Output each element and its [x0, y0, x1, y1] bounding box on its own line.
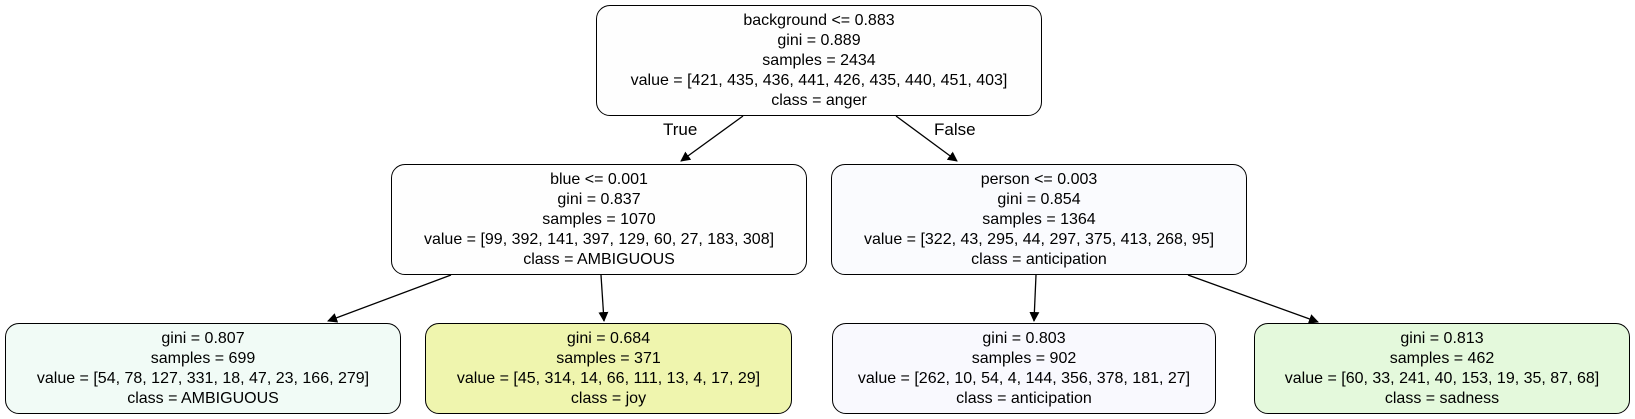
node-class: class = anger: [771, 91, 867, 109]
node-value: value = [99, 392, 141, 397, 129, 60, 27,…: [423, 230, 775, 248]
tree-node-left: blue <= 0.001 gini = 0.837 samples = 107…: [391, 164, 807, 275]
edge-root-to-right: [895, 115, 958, 162]
edge-left-to-left-left: [327, 274, 452, 323]
edge-label-true: True: [663, 120, 698, 139]
node-class: class = AMBIGUOUS: [127, 389, 279, 407]
edge-right-to-right-right: [1187, 274, 1319, 324]
node-split-condition: background <= 0.883: [743, 11, 895, 29]
tree-node-root: background <= 0.883 gini = 0.889 samples…: [596, 5, 1042, 116]
node-samples: samples = 462: [1389, 349, 1495, 367]
node-class: class = joy: [570, 389, 647, 407]
edge-label-false: False: [934, 120, 976, 139]
node-class: class = sadness: [1384, 389, 1500, 407]
node-gini: gini = 0.813: [1400, 329, 1484, 347]
tree-node-right: person <= 0.003 gini = 0.854 samples = 1…: [831, 164, 1247, 275]
node-samples: samples = 699: [150, 349, 256, 367]
node-value: value = [45, 314, 14, 66, 111, 13, 4, 17…: [456, 369, 761, 387]
tree-node-right-left: gini = 0.803 samples = 902 value = [262,…: [832, 323, 1216, 414]
node-gini: gini = 0.803: [982, 329, 1066, 347]
tree-node-left-left: gini = 0.807 samples = 699 value = [54, …: [5, 323, 401, 414]
edge-left-to-left-right: [598, 274, 609, 322]
node-gini: gini = 0.807: [161, 329, 245, 347]
node-class: class = AMBIGUOUS: [523, 250, 675, 268]
node-value: value = [421, 435, 436, 441, 426, 435, 4…: [630, 71, 1008, 89]
node-samples: samples = 1364: [982, 210, 1096, 228]
node-class: class = anticipation: [971, 250, 1107, 268]
node-value: value = [54, 78, 127, 331, 18, 47, 23, 1…: [36, 369, 370, 387]
node-samples: samples = 1070: [542, 210, 656, 228]
edge-root-to-left: [680, 115, 744, 162]
node-class: class = anticipation: [956, 389, 1092, 407]
node-gini: gini = 0.684: [566, 329, 651, 347]
tree-node-left-right: gini = 0.684 samples = 371 value = [45, …: [425, 323, 792, 414]
node-value: value = [322, 43, 295, 44, 297, 375, 413…: [863, 230, 1215, 248]
node-gini: gini = 0.889: [777, 31, 861, 49]
node-value: value = [60, 33, 241, 40, 153, 19, 35, 8…: [1284, 369, 1600, 387]
node-samples: samples = 902: [971, 349, 1077, 367]
node-gini: gini = 0.854: [997, 190, 1081, 208]
node-gini: gini = 0.837: [557, 190, 641, 208]
node-split-condition: person <= 0.003: [980, 170, 1098, 188]
node-value: value = [262, 10, 54, 4, 144, 356, 378, …: [857, 369, 1191, 387]
node-split-condition: blue <= 0.001: [550, 170, 648, 188]
node-samples: samples = 2434: [762, 51, 876, 69]
edge-right-to-right-left: [1029, 274, 1040, 322]
node-samples: samples = 371: [556, 349, 661, 367]
tree-node-right-right: gini = 0.813 samples = 462 value = [60, …: [1254, 323, 1630, 414]
